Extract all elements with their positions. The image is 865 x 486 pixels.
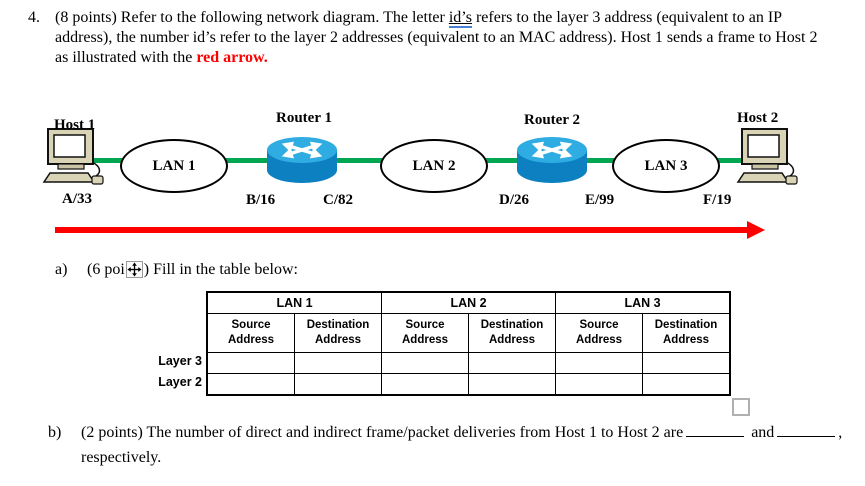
router1-left-address: B/16 xyxy=(246,192,276,208)
lan3-oval: LAN 3 xyxy=(612,139,720,193)
row-label-layer2: Layer 2 xyxy=(158,375,202,389)
table-cell[interactable] xyxy=(381,373,469,396)
part-b-label: b) xyxy=(48,424,62,441)
host1-label: Host 1 xyxy=(54,117,96,133)
host2-address-label: F/19 xyxy=(703,192,732,208)
router1-right-address: C/82 xyxy=(323,192,353,208)
router2-left-address: D/26 xyxy=(499,192,529,208)
lan2-oval: LAN 2 xyxy=(380,139,488,193)
table-cell[interactable] xyxy=(294,373,382,396)
part-a-line: a)(6 poi) Fill in the table below: xyxy=(55,261,298,278)
table-cell[interactable] xyxy=(206,352,295,374)
host2-label: Host 2 xyxy=(737,110,779,126)
router2-label: Router 2 xyxy=(524,112,580,128)
table-cell[interactable] xyxy=(468,373,556,396)
question-text: (8 points) Refer to the following networ… xyxy=(55,9,818,66)
red-arrow-head-icon xyxy=(747,221,765,239)
part-a-label: a) xyxy=(55,261,68,278)
host2-computer-icon xyxy=(736,126,800,193)
table-cell[interactable] xyxy=(642,352,731,374)
table-move-handle-icon[interactable] xyxy=(125,261,143,278)
lan1-oval: LAN 1 xyxy=(120,139,228,193)
ids-underlined-word: id’s xyxy=(448,9,472,28)
group-header-lan3: LAN 3 xyxy=(555,291,731,314)
table-cell[interactable] xyxy=(206,373,295,396)
table-resize-handle-icon[interactable] xyxy=(732,398,750,416)
question-paragraph: 4. (8 points) Refer to the following net… xyxy=(28,8,834,68)
router1-icon xyxy=(266,134,338,191)
table-row-layer2 xyxy=(206,373,731,396)
red-arrow-shaft xyxy=(55,227,747,233)
router2-icon xyxy=(516,134,588,191)
answer-blank-1[interactable] xyxy=(686,421,745,437)
question-number: 4. xyxy=(28,9,40,26)
table-cell[interactable] xyxy=(555,352,643,374)
row-label-layer3: Layer 3 xyxy=(158,354,202,368)
table-cell[interactable] xyxy=(381,352,469,374)
router1-label: Router 1 xyxy=(276,110,332,126)
part-b-text: (2 points) The number of direct and indi… xyxy=(81,420,854,470)
group-header-lan1: LAN 1 xyxy=(206,291,382,314)
table-cell[interactable] xyxy=(468,352,556,374)
table-row-layer3 xyxy=(206,352,731,374)
network-diagram: Host 1 A/33 LAN 1 Router 1 xyxy=(0,100,865,230)
table-group-header-row: LAN 1 LAN 2 LAN 3 xyxy=(206,291,731,314)
part-b-paragraph: b) (2 points) The number of direct and i… xyxy=(48,420,854,470)
host1-address-label: A/33 xyxy=(62,191,92,207)
table-cell[interactable] xyxy=(642,373,731,396)
router2-right-address: E/99 xyxy=(585,192,615,208)
table-cell[interactable] xyxy=(294,352,382,374)
group-header-lan2: LAN 2 xyxy=(381,291,556,314)
red-arrow-text: red arrow. xyxy=(196,49,268,66)
answer-blank-2[interactable] xyxy=(777,421,836,437)
table-cell[interactable] xyxy=(555,373,643,396)
host1-computer-icon xyxy=(42,126,106,193)
